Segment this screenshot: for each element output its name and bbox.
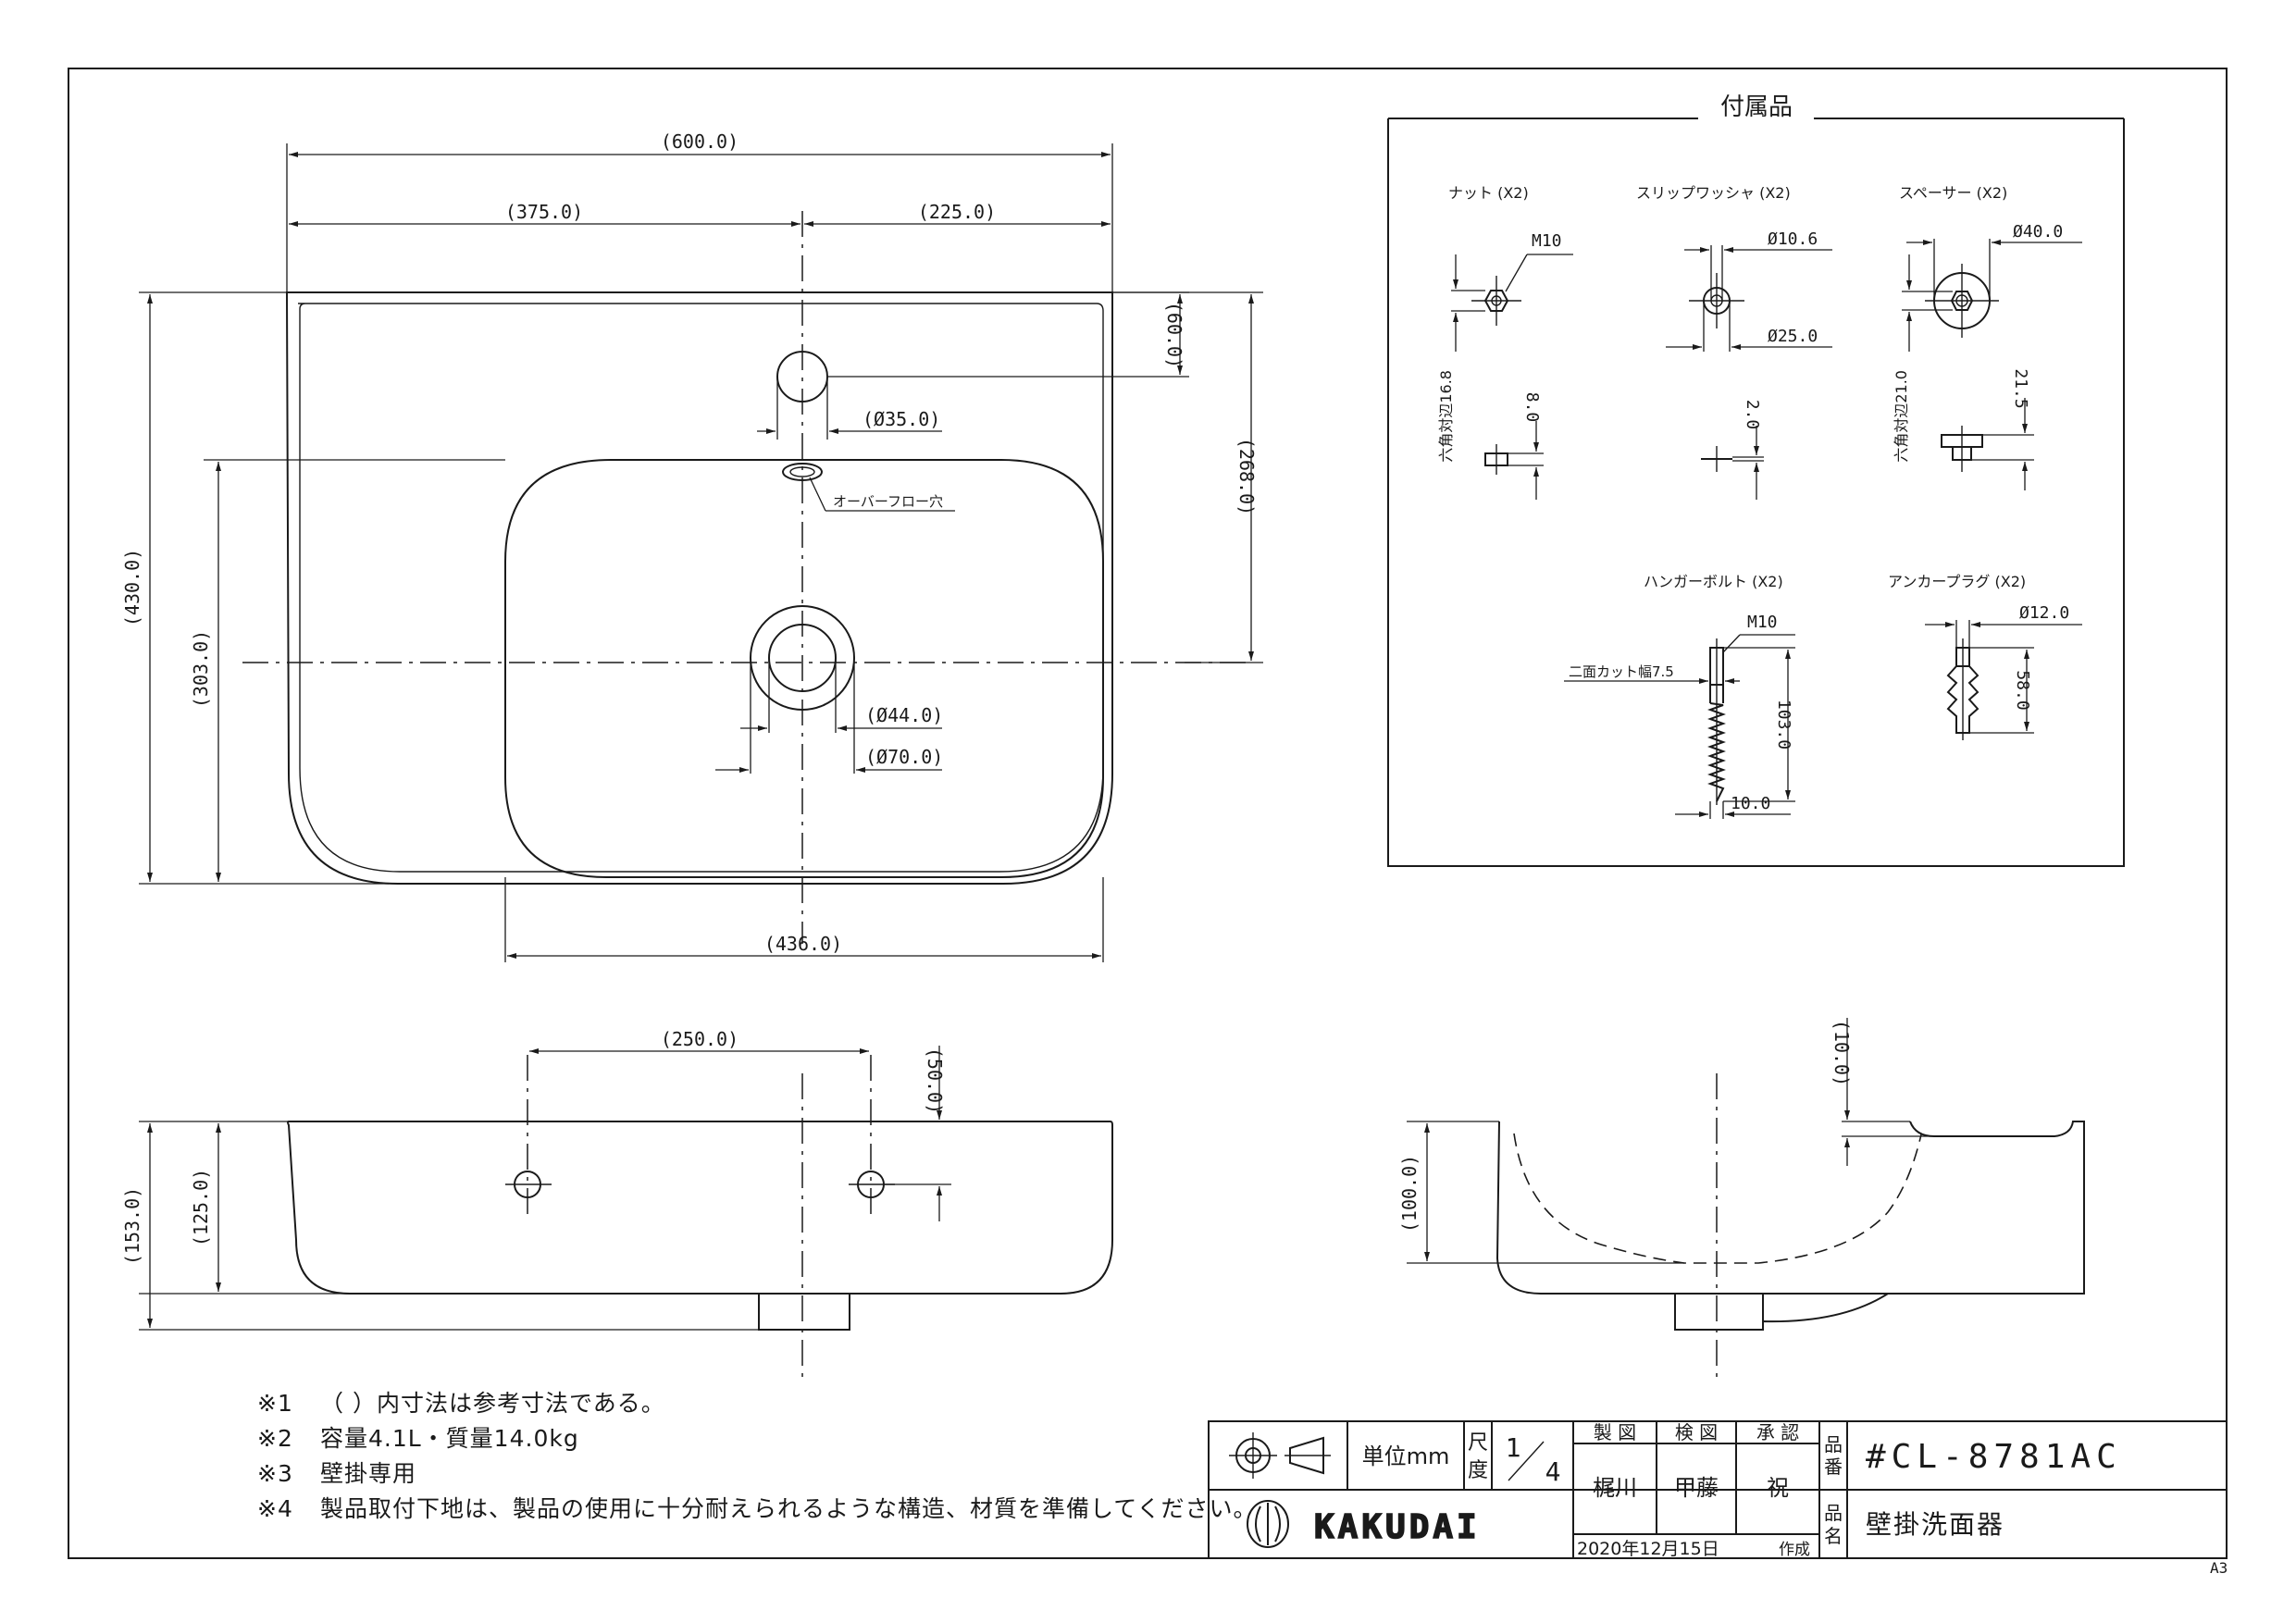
side-drain (1674, 1293, 1889, 1331)
spacer-height: 21.5 (2011, 368, 2030, 408)
nut-label: ナット (X2) (1448, 184, 1529, 202)
accessories-box: 付属品 ナット (X2) M10 六角対辺16.8 8.0 スリップワッシャ (… (1387, 93, 2125, 867)
svg-text:品: 品 (1824, 1502, 1843, 1524)
unit-label: 単位mm (1362, 1443, 1450, 1469)
kakudai-logo: KAKUDAI (1247, 1500, 1481, 1548)
svg-text:品: 品 (1824, 1433, 1843, 1456)
dim-left: (375.0) (505, 201, 583, 223)
note-1: ※1（ ）内寸法は参考寸法である。 (257, 1390, 665, 1417)
dim-to-drain: (268.0) (1235, 438, 1258, 515)
washer-outer: Ø25.0 (1768, 327, 1818, 346)
drain-stub (758, 1294, 850, 1331)
sheet-size: A3 (2210, 1559, 2228, 1577)
scale-label-2: 度 (1468, 1459, 1488, 1482)
dim-hole-offset: (50.0) (924, 1047, 946, 1114)
anchor-plug-label: アンカープラグ (X2) (1888, 573, 2026, 590)
dim-body-height: (125.0) (190, 1169, 212, 1246)
company-name: KAKUDAI (1314, 1508, 1481, 1546)
basin-outline (285, 291, 1113, 885)
date-suffix: 作成 (1779, 1541, 1810, 1559)
accessories-title: 付属品 (1720, 93, 1793, 121)
drawing-frame (68, 68, 2228, 1559)
washer-inner: Ø10.6 (1768, 229, 1818, 249)
product-name: 壁掛洗面器 (1866, 1509, 2004, 1540)
hanger-bolt-label: ハンガーボルト (X2) (1644, 573, 1783, 590)
side-outline (1496, 1121, 2085, 1295)
bowl-outline (504, 459, 1104, 878)
dim-width: (600.0) (661, 130, 738, 153)
dim-bowl-width: (436.0) (764, 933, 842, 955)
overflow-label: オーバーフロー穴 (833, 493, 943, 510)
washer-label: スリップワッシャ (X2) (1636, 184, 1791, 202)
dim-drain-inner: (Ø44.0) (865, 704, 943, 726)
dim-right: (225.0) (918, 201, 996, 223)
spacer-label: スペーサー (X2) (1899, 184, 2007, 202)
anchor-plug-diameter: Ø12.0 (2019, 603, 2069, 623)
scale-num: 1 (1506, 1432, 1521, 1463)
title-block: 単位mm 尺 度 1 4 製 図 検 図 承 認 梶川 甲藤 祝 品 番 #CL… (1208, 1420, 2228, 1559)
dim-drain-outer: (Ø70.0) (865, 746, 943, 768)
dim-faucet-hole: (Ø35.0) (863, 408, 940, 430)
hanger-bolt-flat-cut: 二面カット幅7.5 (1569, 663, 1674, 680)
plan-view: (600.0) (375.0) (225.0) (60.0) (268.0) (… (121, 130, 1263, 962)
checked-by-header: 検 図 (1675, 1421, 1718, 1443)
dim-hole-spacing: (250.0) (661, 1028, 738, 1050)
made-by-header: 製 図 (1594, 1421, 1636, 1443)
dim-total-height: (153.0) (121, 1187, 143, 1265)
side-view: (10.0) (100.0) (1398, 1018, 2085, 1379)
dim-bowl-height: (100.0) (1398, 1155, 1421, 1233)
dim-top-offset: (10.0) (1831, 1020, 1853, 1086)
checked-by: 甲藤 (1674, 1475, 1719, 1501)
approved-by-header: 承 認 (1756, 1421, 1799, 1443)
dim-bowl-depth: (303.0) (190, 630, 212, 708)
made-by: 梶川 (1593, 1475, 1637, 1501)
hanger-bolt-length: 103.0 (1774, 700, 1793, 750)
part-number: #CL-8781AC (1866, 1438, 2122, 1476)
nut-height: 8.0 (1522, 392, 1542, 423)
spacer-outer: Ø40.0 (2013, 222, 2063, 242)
scale-den: 4 (1545, 1456, 1561, 1487)
dim-depth-total: (430.0) (121, 549, 143, 626)
washer-thickness: 2.0 (1743, 400, 1762, 430)
approved-by: 祝 (1767, 1475, 1789, 1501)
nut-thread: M10 (1532, 231, 1562, 251)
anchor-plug-length: 58.0 (2013, 670, 2032, 710)
basin-rim-inner (298, 303, 1104, 873)
scale-label-1: 尺 (1468, 1431, 1488, 1455)
nut-width-across: 六角対辺16.8 (1437, 370, 1455, 463)
spacer-width-across: 六角対辺21.0 (1893, 370, 1910, 463)
front-view: (250.0) (50.0) (125.0) (153.0) (121, 1028, 1113, 1379)
dim-top: (60.0) (1163, 302, 1185, 368)
svg-text:名: 名 (1824, 1525, 1843, 1547)
svg-text:番: 番 (1824, 1456, 1843, 1478)
hanger-bolt-diameter: 10.0 (1731, 794, 1770, 813)
front-outline (287, 1121, 1113, 1295)
date: 2020年12月15日 (1577, 1539, 1719, 1559)
hanger-bolt-thread: M10 (1747, 613, 1778, 632)
